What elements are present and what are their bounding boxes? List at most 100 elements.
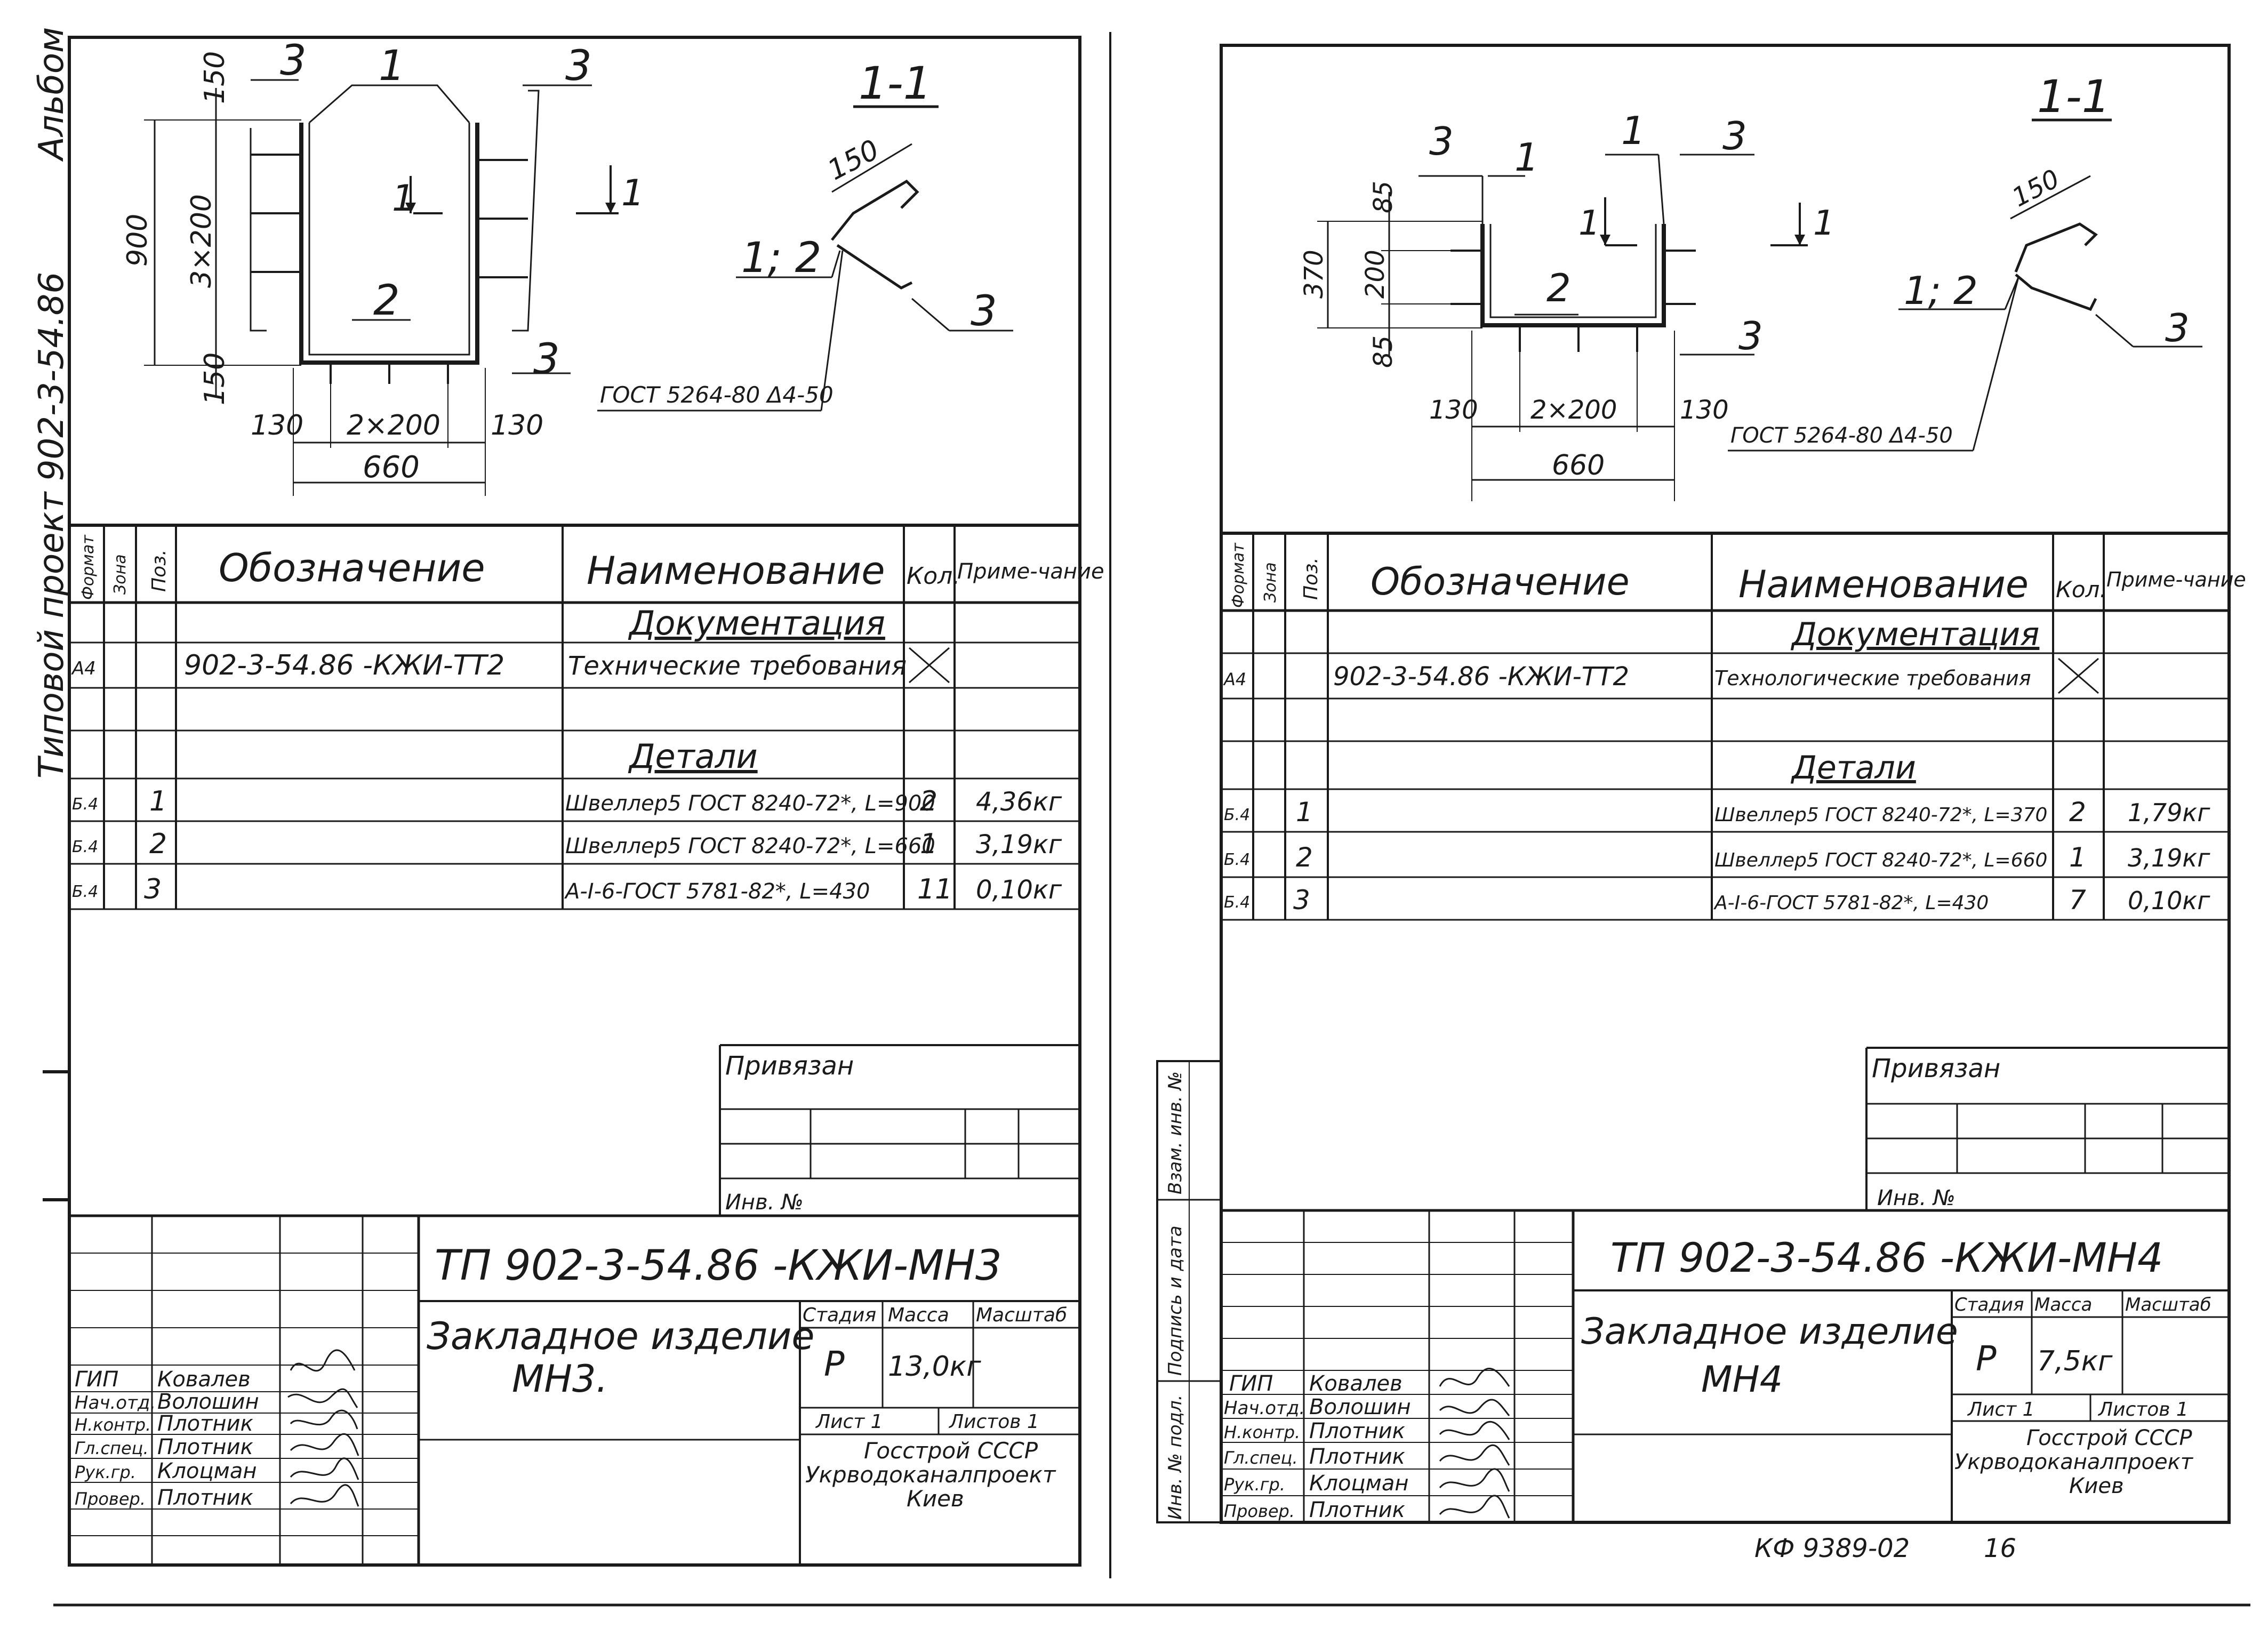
table-row: Б.4 3 А-I-6-ГОСТ 5781-82*, L=430 7 0,10к… bbox=[1224, 885, 2210, 916]
mass-value: 13,0кг bbox=[888, 1351, 981, 1383]
doc-name: Технические требования bbox=[568, 651, 907, 681]
privyazan-label: Привязан bbox=[725, 1051, 854, 1081]
header-note: Приме-чание bbox=[957, 559, 1104, 584]
svg-text:Швеллер5 ГОСТ 8240-72*, L=660: Швеллер5 ГОСТ 8240-72*, L=660 bbox=[565, 834, 935, 858]
svg-text:0,10кг: 0,10кг bbox=[976, 875, 1062, 905]
title-line1: Закладное изделие bbox=[1581, 1311, 1958, 1353]
svg-text:7: 7 bbox=[2069, 885, 2086, 916]
pos-2: 2 bbox=[1546, 266, 1571, 310]
section-docs: Документация bbox=[628, 604, 885, 643]
org-line2: Укрводоканалпроект bbox=[805, 1462, 1056, 1488]
staff-name: Волошин bbox=[1309, 1395, 1411, 1419]
sheet-2: Инв. № подл. Подпись и дата Взам. инв. №… bbox=[1156, 44, 2246, 1563]
staff-name: Плотник bbox=[157, 1411, 253, 1436]
staff-role: Н.контр. bbox=[1224, 1422, 1300, 1442]
staff-name: Плотник bbox=[157, 1486, 253, 1510]
inv-no-label: Инв. № bbox=[1877, 1186, 1956, 1210]
staff-role: Нач.отд. bbox=[1224, 1398, 1305, 1419]
staff-role: ГИП bbox=[1229, 1371, 1273, 1396]
not-applicable-cross bbox=[909, 647, 950, 684]
mass-value: 7,5кг bbox=[2037, 1345, 2113, 1377]
svg-text:11: 11 bbox=[917, 873, 952, 905]
signature bbox=[287, 1349, 359, 1507]
section-docs: Документация bbox=[1790, 616, 2039, 653]
detail-pos: 3 bbox=[2165, 306, 2190, 350]
svg-text:1: 1 bbox=[2069, 842, 2086, 873]
section-parts: Детали bbox=[628, 737, 758, 776]
stage-value: Р bbox=[1976, 1339, 1997, 1379]
svg-text:Б.4: Б.4 bbox=[1224, 806, 1250, 824]
cut-right: 1 bbox=[621, 172, 644, 214]
svg-text:Б.4: Б.4 bbox=[1224, 850, 1250, 869]
title-line2: МН4 bbox=[1701, 1359, 1783, 1401]
sheet-1: 3 1 3 2 3 1 1 150 900 3×200 150 bbox=[68, 36, 1104, 1567]
sheet-number: Лист 1 bbox=[1967, 1399, 2035, 1421]
embedded-part-plan: 3 1 3 2 3 1 1 150 900 3×200 150 bbox=[122, 37, 644, 496]
weld-note: ГОСТ 5264-80 Δ4-50 bbox=[1730, 423, 1953, 448]
svg-text:Швеллер5 ГОСТ 8240-72*, L=660: Швеллер5 ГОСТ 8240-72*, L=660 bbox=[1714, 849, 2047, 871]
org-line1: Госстрой СССР bbox=[864, 1438, 1038, 1464]
section-parts: Детали bbox=[1790, 749, 1916, 787]
staff-role: Гл.спец. bbox=[1224, 1448, 1298, 1468]
staff-name: Плотник bbox=[1309, 1445, 1405, 1469]
detail-label: 1; 2 bbox=[1904, 268, 1978, 313]
header-pos: Поз. bbox=[148, 549, 170, 592]
document-code: ТП 902-3-54.86 -КЖИ-МН3 bbox=[435, 1242, 1002, 1290]
svg-text:Б.4: Б.4 bbox=[72, 882, 98, 901]
margin-label: Типовой проект 902-3-54.86 bbox=[32, 272, 71, 779]
pos-3a: 3 bbox=[280, 37, 307, 85]
header-qty: Кол. bbox=[907, 563, 960, 590]
svg-text:2: 2 bbox=[1296, 842, 1313, 873]
svg-text:0,10кг: 0,10кг bbox=[2128, 886, 2210, 915]
header-format: Формат bbox=[1229, 542, 1248, 608]
staff-role: ГИП bbox=[75, 1367, 118, 1392]
svg-text:1: 1 bbox=[1296, 797, 1313, 828]
org-line1: Госстрой СССР bbox=[2026, 1426, 2192, 1450]
svg-text:А-I-6-ГОСТ 5781-82*, L=430: А-I-6-ГОСТ 5781-82*, L=430 bbox=[564, 879, 870, 904]
table-row: Б.4 1 Швеллер5 ГОСТ 8240-72*, L=370 2 1,… bbox=[1224, 797, 2210, 828]
cut-right: 1 bbox=[1813, 204, 1835, 243]
header-zone: Зона bbox=[1261, 562, 1280, 603]
svg-text:3: 3 bbox=[1293, 885, 1310, 916]
title-line1: Закладное изделие bbox=[427, 1314, 814, 1358]
dim-left: 130 bbox=[1429, 395, 1478, 425]
dim-step: 3×200 bbox=[186, 194, 218, 288]
dim-left: 130 bbox=[251, 410, 303, 442]
mass-label: Масса bbox=[888, 1304, 949, 1326]
side-stamp: Инв. № подл. Подпись и дата Взам. инв. № bbox=[1156, 1060, 1222, 1523]
doc-name: Технологические требования bbox=[1714, 667, 2031, 690]
pos-3b: 3 bbox=[565, 42, 592, 90]
pos-3c: 3 bbox=[1738, 314, 1763, 358]
svg-text:Б.4: Б.4 bbox=[1224, 893, 1250, 912]
pos-1: 1 bbox=[1514, 135, 1539, 180]
title-line2: МН3. bbox=[512, 1357, 608, 1401]
stage-value: Р bbox=[824, 1345, 845, 1384]
dim-width: 660 bbox=[363, 450, 420, 485]
cut-left: 1 bbox=[1578, 204, 1600, 243]
table-row: Б.4 2 Швеллер5 ГОСТ 8240-72*, L=660 1 3,… bbox=[1224, 842, 2210, 873]
staff-role: Провер. bbox=[1224, 1501, 1295, 1521]
staff-name: Ковалев bbox=[1309, 1371, 1403, 1396]
stage-label: Стадия bbox=[803, 1304, 876, 1326]
staff-role: Нач.отд. bbox=[75, 1392, 156, 1414]
pos-2: 2 bbox=[373, 277, 400, 325]
header-pos: Поз. bbox=[1300, 557, 1322, 600]
staff-name: Плотник bbox=[157, 1435, 253, 1459]
inv-no-label: Инв. № bbox=[725, 1190, 804, 1215]
sheet-frame bbox=[68, 36, 1081, 1567]
dim-top: 150 bbox=[199, 51, 231, 104]
svg-text:4,36кг: 4,36кг bbox=[976, 787, 1062, 817]
section-mark: 1-1 bbox=[2037, 70, 2110, 123]
stage-label: Стадия bbox=[1954, 1294, 2024, 1315]
staff-role: Н.контр. bbox=[75, 1415, 151, 1435]
header-zone: Зона bbox=[111, 554, 130, 595]
sheet-count: Листов 1 bbox=[2097, 1399, 2189, 1421]
footer-code: КФ 9389-02 bbox=[1754, 1534, 1910, 1563]
section-mark: 1-1 bbox=[859, 57, 932, 109]
table-row: Б.4 3 А-I-6-ГОСТ 5781-82*, L=430 11 0,10… bbox=[72, 873, 1062, 905]
staff-name: Плотник bbox=[1309, 1419, 1405, 1443]
pos-3a: 3 bbox=[1429, 119, 1454, 164]
staff-name: Плотник bbox=[1309, 1498, 1405, 1522]
sheet-number: Лист 1 bbox=[815, 1411, 883, 1433]
